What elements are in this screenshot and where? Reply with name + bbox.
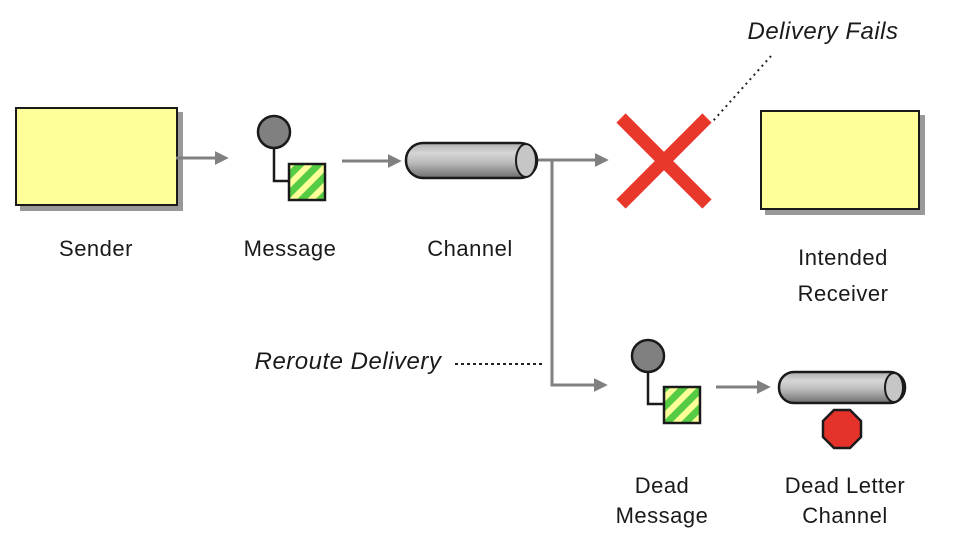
intended-receiver-box (760, 110, 920, 210)
channel-label: Channel (427, 236, 513, 261)
intended-receiver-label: Intended Receiver (797, 245, 889, 306)
sender-box (15, 107, 178, 206)
message-label: Message (243, 236, 337, 261)
arrow-reroute-branch (550, 160, 608, 392)
dead-message-label: Dead Message (615, 473, 709, 528)
dead-letter-channel-cylinder (777, 370, 907, 405)
delivery-fails-annotation: Delivery Fails (747, 18, 899, 45)
delivery-fails-leader-line (712, 55, 772, 122)
dead-letter-channel-label: Dead Letter Channel (784, 473, 906, 528)
delivery-fails-x-icon (616, 113, 712, 209)
channel-cylinder (404, 141, 539, 180)
sender-label: Sender (59, 236, 133, 261)
message-icon (256, 114, 327, 202)
stop-octagon-icon (821, 408, 863, 450)
dead-message-icon (630, 338, 702, 425)
reroute-delivery-annotation: Reroute Delivery (254, 348, 442, 375)
